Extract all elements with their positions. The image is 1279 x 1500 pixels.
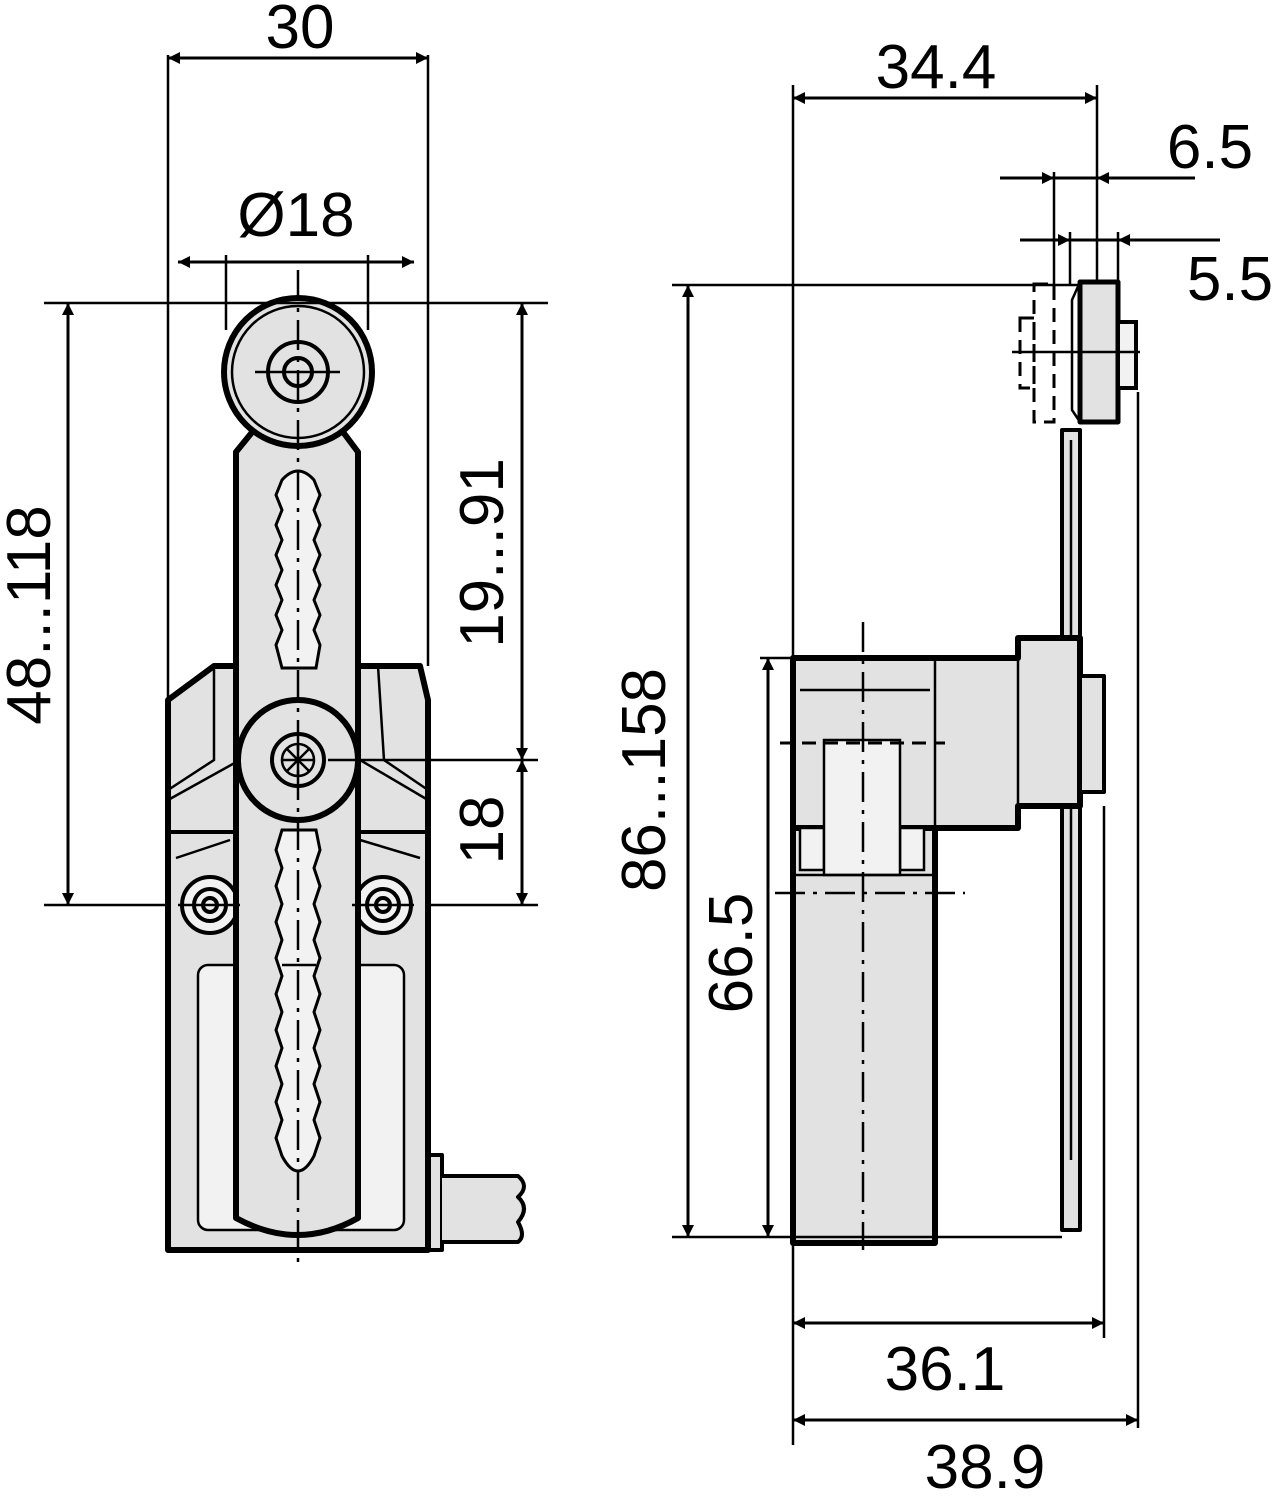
dim-side-width: 34.4 xyxy=(876,33,997,102)
side-view: 34.4 6.5 5.5 86...158 66.5 36.1 38.9 xyxy=(610,33,1273,1500)
dim-front-width: 30 xyxy=(266,0,335,62)
dim-roller-width: 5.5 xyxy=(1187,245,1273,314)
dim-overall-width: 38.9 xyxy=(925,1433,1046,1500)
cable xyxy=(426,1153,526,1252)
dim-roller-travel: 19...91 xyxy=(448,458,517,648)
dim-overall-height: 86...158 xyxy=(610,668,679,892)
dim-lever-range: 48...118 xyxy=(0,505,64,724)
dim-pivot-to-mount: 18 xyxy=(448,796,517,865)
front-view: 30 Ø18 48...118 19...91 18 xyxy=(0,0,548,1262)
dim-roller-offset: 6.5 xyxy=(1167,113,1253,182)
dim-body-height: 66.5 xyxy=(697,893,766,1014)
dim-base-width: 36.1 xyxy=(885,1335,1006,1404)
dim-roller-diameter: Ø18 xyxy=(237,181,354,250)
lever-slot-upper xyxy=(274,469,322,670)
lever-slot-lower xyxy=(274,828,322,1173)
